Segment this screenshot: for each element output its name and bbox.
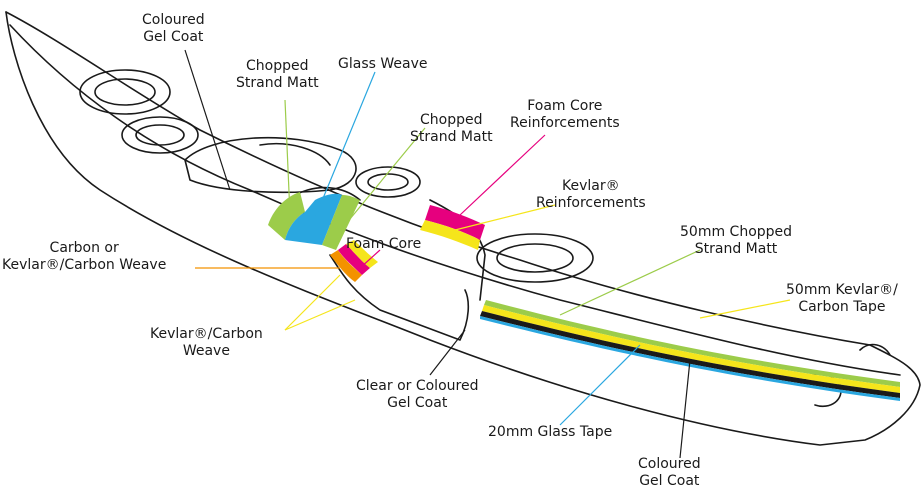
label-clear-or-coloured-gel-coat: Clear or Coloured Gel Coat — [356, 378, 479, 411]
label-glass-tape-20mm: 20mm Glass Tape — [488, 424, 613, 440]
label-chopped-strand-matt-50mm: 50mm Chopped Strand Matt — [680, 224, 793, 257]
leader-glass-tape-20mm — [559, 344, 641, 426]
band-carbon-weave — [330, 250, 362, 282]
laminate-bands — [268, 192, 900, 401]
leader-kevlar-carbon-weave-b — [284, 299, 356, 331]
leader-foam-core — [359, 249, 381, 269]
day-hatch-inner — [367, 173, 409, 191]
band-foam-reinforcement — [425, 205, 485, 240]
cockpit-seat — [259, 142, 331, 166]
band-kevlar-reinforcement — [420, 220, 480, 250]
leader-lines — [184, 49, 791, 459]
leader-foam-core-reinforcements — [459, 134, 546, 216]
band-kevlar-tape-50mm — [482, 305, 900, 393]
label-kevlar-reinforcements: Kevlar® Reinforcements — [536, 178, 646, 211]
label-chopped-strand-matt-1: Chopped Strand Matt — [236, 58, 319, 91]
leader-kevlar-carbon-weave-a — [284, 274, 341, 331]
rear-hatch-inner — [496, 243, 574, 273]
sheer-line — [9, 24, 901, 376]
leader-clear-gel-coat — [429, 329, 466, 376]
label-kevlar-carbon-weave: Kevlar®/Carbon Weave — [150, 326, 263, 359]
leader-chopped-strand-50mm — [559, 249, 701, 316]
band-foam-core — [338, 244, 370, 275]
deck-edge — [5, 11, 871, 346]
label-foam-core-reinforcements: Foam Core Reinforcements — [510, 98, 620, 131]
front-hatch-2 — [121, 116, 199, 154]
leader-glass-weave — [309, 71, 376, 231]
front-hatch-2-inner — [135, 124, 185, 146]
day-hatch — [355, 166, 421, 198]
band-glass-weave — [285, 193, 342, 245]
label-foam-core: Foam Core — [346, 236, 422, 252]
band-chopped-strand-50mm — [484, 300, 900, 387]
cockpit-rim — [184, 136, 357, 194]
band-kevlar-carbon-weave — [346, 240, 378, 268]
band-chopped-strand-2 — [322, 195, 360, 250]
label-coloured-gel-coat-bottom: Coloured Gel Coat — [638, 456, 701, 489]
leader-chopped-strand-1 — [284, 99, 291, 216]
front-hatch-1 — [79, 69, 171, 115]
leader-kevlar-tape-50mm — [699, 299, 791, 319]
leader-kevlar-reinforcements — [454, 204, 556, 231]
cutaway-mid — [329, 254, 470, 341]
label-chopped-strand-matt-2: Chopped Strand Matt — [410, 112, 493, 145]
band-carbon-tape — [480, 311, 900, 398]
label-kevlar-carbon-tape-50mm: 50mm Kevlar®/ Carbon Tape — [786, 282, 898, 315]
label-glass-weave: Glass Weave — [338, 56, 428, 72]
leader-chopped-strand-2 — [344, 127, 426, 226]
band-glass-tape-20mm — [480, 316, 900, 401]
label-coloured-gel-coat-top: Coloured Gel Coat — [142, 12, 205, 45]
front-hatch-1-inner — [94, 78, 156, 106]
rear-hatch — [476, 233, 594, 283]
hull-outline — [5, 11, 921, 446]
band-chopped-strand-1 — [268, 192, 305, 240]
rudder-mount — [859, 343, 891, 356]
label-carbon-or-kevlar-carbon-weave: Carbon or Kevlar®/Carbon Weave — [2, 240, 167, 273]
leader-coloured-gel-coat-bottom — [679, 359, 691, 459]
leader-coloured-gel-coat-top — [184, 49, 231, 191]
